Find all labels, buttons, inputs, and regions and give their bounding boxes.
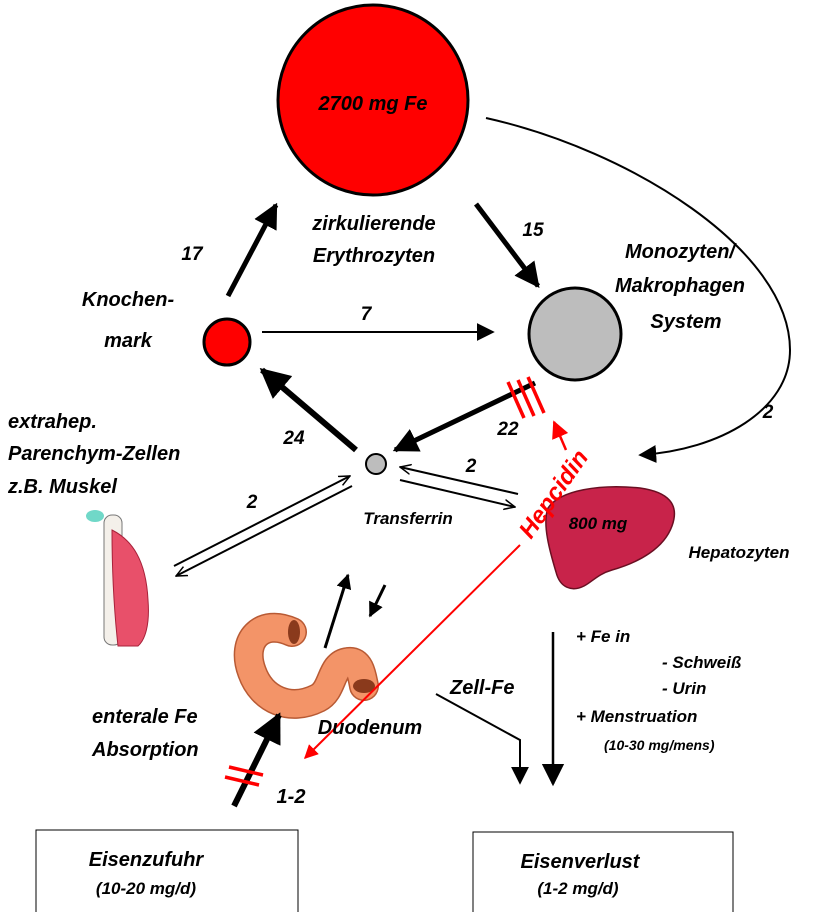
arrow-tf-to-marrow: [262, 370, 356, 450]
macro-label-2: Makrophagen: [615, 275, 745, 297]
erythrocytes-amount: 2700 mg Fe: [318, 93, 428, 115]
arrow-marrow-to-rbc: [228, 205, 276, 296]
macro-label-1: Monozyten/: [625, 241, 737, 263]
flow-17: 17: [181, 244, 204, 265]
intake-box-value: (10-20 mg/d): [96, 879, 196, 898]
flow-2-rbc-liver: 2: [762, 402, 774, 423]
loss-line-1: + Fe in: [576, 627, 630, 646]
liver-shape: [546, 487, 675, 589]
liver-amount: 800 mg: [569, 514, 628, 533]
duodenum-label: Duodenum: [318, 717, 422, 739]
flow-24: 24: [282, 428, 305, 449]
marrow-label-1: Knochen-: [82, 289, 175, 311]
macro-block-bars: [508, 377, 544, 418]
muscle-label-2: Parenchym-Zellen: [8, 443, 180, 465]
flow-22: 22: [496, 419, 519, 440]
cell-fe-label: Zell-Fe: [449, 677, 514, 699]
intake-box: [36, 830, 298, 912]
transferrin-circle: [366, 454, 386, 474]
transferrin-label: Transferrin: [363, 509, 452, 528]
loss-line-2: - Schweiß: [662, 653, 741, 672]
loss-line-3: - Urin: [662, 679, 706, 698]
arrow-rbc-to-macro: [476, 204, 538, 286]
erythrocytes-label-2: Erythrozyten: [313, 245, 435, 267]
intake-box-title: Eisenzufuhr: [89, 849, 205, 871]
liver-label: Hepatozyten: [688, 543, 789, 562]
intake-block-bars: [225, 767, 263, 785]
arrow-tf-liver: [400, 467, 518, 507]
arrow-intake: [234, 715, 279, 806]
marrow-circle: [204, 319, 250, 365]
absorption-label-2: Absorption: [91, 739, 199, 761]
flow-2-tf-liver: 2: [465, 456, 477, 477]
muscle-icon: [86, 510, 148, 646]
loss-box-title: Eisenverlust: [521, 851, 641, 873]
arrow-cell-fe-loss: [436, 694, 520, 783]
loss-line-4: + Menstruation: [576, 707, 697, 726]
macrophage-circle: [529, 288, 621, 380]
flow-15: 15: [522, 220, 544, 241]
flow-intake: 1-2: [277, 786, 306, 808]
absorption-label-1: enterale Fe: [92, 706, 198, 728]
loss-box-value: (1-2 mg/d): [537, 879, 619, 898]
muscle-label-1: extrahep.: [8, 411, 97, 433]
marrow-label-2: mark: [104, 330, 153, 352]
loss-line-5: (10-30 mg/mens): [604, 737, 715, 753]
duodenum-icon: [249, 620, 375, 704]
muscle-label-3: z.B. Muskel: [7, 476, 117, 498]
arrow-duodenum-exchange: [325, 575, 385, 648]
arrow-hepcidin-up: [554, 422, 566, 450]
flow-2-tf-muscle: 2: [246, 492, 258, 513]
erythrocytes-label-1: zirkulierende: [311, 213, 435, 235]
flow-7: 7: [361, 304, 373, 325]
macro-label-3: System: [650, 311, 721, 333]
arrow-tf-muscle: [174, 476, 352, 576]
